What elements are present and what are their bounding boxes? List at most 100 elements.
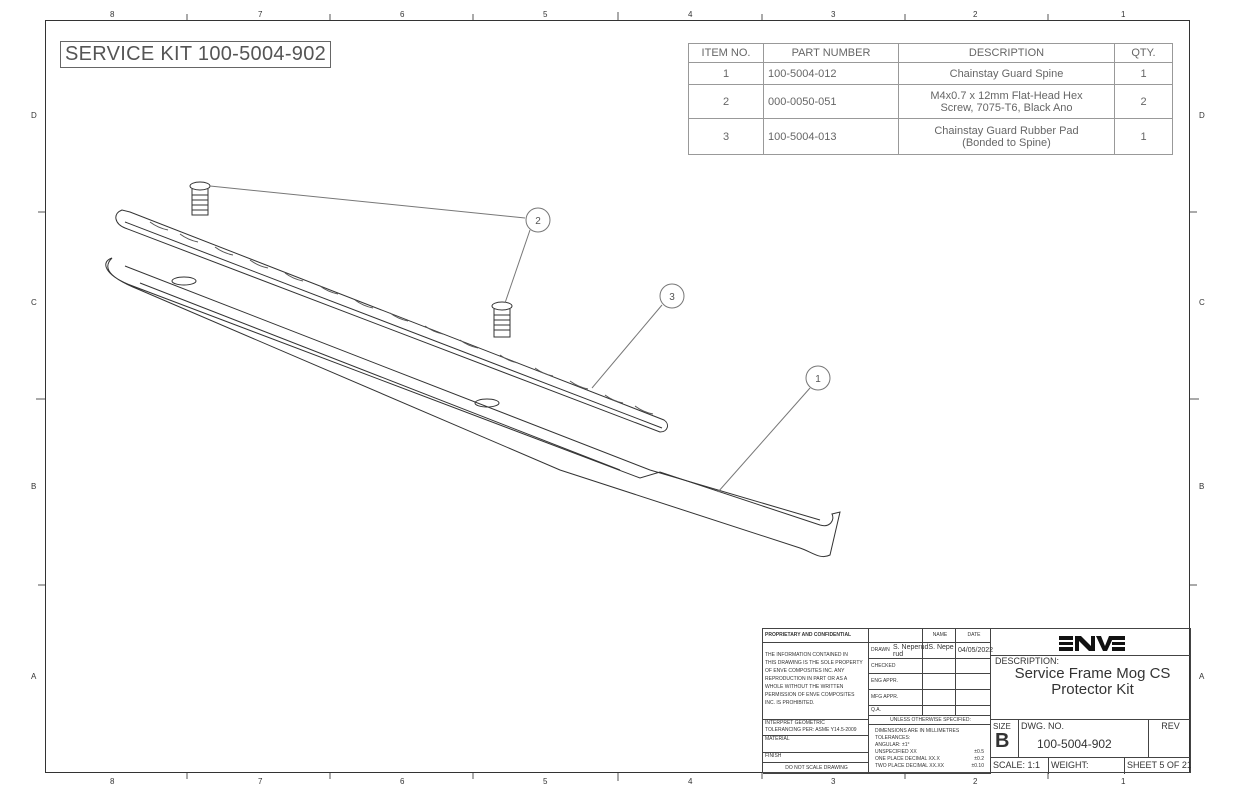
bom-qty: 2 xyxy=(1114,84,1173,119)
date-header: DATE xyxy=(956,629,991,643)
sheet-field: SHEET 5 OF 21 xyxy=(1127,760,1191,770)
bom-header-qty: QTY. xyxy=(1114,43,1173,63)
zone-col-5: 5 xyxy=(543,10,548,19)
zone-col-2: 2 xyxy=(973,777,978,786)
dwg-no-value: 100-5004-902 xyxy=(1037,737,1112,751)
mfg-appr-label: MFG APPR. xyxy=(869,690,923,706)
balloon-3 xyxy=(659,283,685,309)
zone-col-6: 6 xyxy=(400,10,405,19)
checked-date xyxy=(956,659,991,674)
zone-row-a: A xyxy=(1199,672,1205,681)
scale-field: SCALE: 1:1 xyxy=(991,758,1049,774)
bom-row: 2 000-0050-051 M4x0.7 x 12mm Flat-Head H… xyxy=(688,84,1173,119)
eng-appr-date xyxy=(956,674,991,690)
bom-part-number: 100-5004-012 xyxy=(763,62,899,85)
drawn-name-cell xyxy=(923,643,956,659)
interpret-tolerancing: INTERPRET GEOMETRIC TOLERANCING PER: ASM… xyxy=(763,720,869,736)
zone-row-a: A xyxy=(31,672,37,681)
title-block: PROPRIETARY AND CONFIDENTIAL THE INFORMA… xyxy=(762,628,1191,774)
material-field: MATERIAL xyxy=(763,736,869,753)
description-line: Protector Kit xyxy=(1051,681,1134,698)
dims-line: TOLERANCES: xyxy=(875,735,911,741)
notice-line: PERMISSION OF ENVE COMPOSITES xyxy=(765,692,855,698)
dwg-no-cell: DWG. NO. 100-5004-902 xyxy=(1019,720,1149,758)
bill-of-materials: ITEM NO. PART NUMBER DESCRIPTION QTY. 1 … xyxy=(688,43,1173,155)
tolerance-row: UNSPECIFIED XX ±0.5 xyxy=(875,749,990,756)
drawn-label: DRAWN xyxy=(869,643,923,659)
description-line: Service Frame Mog CS xyxy=(1014,665,1171,682)
zone-col-4: 4 xyxy=(688,777,693,786)
zone-row-c: C xyxy=(1199,298,1205,307)
dwg-no-label: DWG. NO. xyxy=(1021,721,1064,731)
zone-col-8: 8 xyxy=(110,10,115,19)
zone-col-7: 7 xyxy=(258,777,263,786)
zone-col-1: 1 xyxy=(1121,777,1126,786)
finish-field: FINISH xyxy=(763,753,869,763)
mfg-appr-name xyxy=(923,690,956,706)
do-not-scale-note: DO NOT SCALE DRAWING xyxy=(763,763,869,774)
leader-lines xyxy=(209,185,811,493)
weight-field: WEIGHT: xyxy=(1049,758,1125,774)
tolerance-value: ±0.5 xyxy=(974,749,984,755)
tolerance-label: TWO PLACE DECIMAL XX.XX xyxy=(875,763,944,769)
tolerance-label: UNSPECIFIED XX xyxy=(875,749,917,755)
blank-header xyxy=(869,629,923,643)
chainstay-guard-spine xyxy=(105,257,841,558)
tolerance-row: TWO PLACE DECIMAL XX.XX ±0.10 xyxy=(875,763,990,770)
bom-item: 3 xyxy=(688,118,764,155)
drawing-border xyxy=(45,20,1190,773)
bom-part-number: 100-5004-013 xyxy=(763,118,899,155)
qa-name xyxy=(923,706,956,716)
tolerance-value: ±0.10 xyxy=(971,763,984,769)
bom-description-line: M4x0.7 x 12mm Flat-Head Hex xyxy=(930,89,1083,102)
checked-label: CHECKED xyxy=(869,659,923,674)
zone-col-7: 7 xyxy=(258,10,263,19)
zone-col-5: 5 xyxy=(543,777,548,786)
proprietary-label: PROPRIETARY AND CONFIDENTIAL xyxy=(763,629,869,643)
description-cell: DESCRIPTION: Service Frame Mog CS Protec… xyxy=(991,656,1191,720)
confidential-notice: THE INFORMATION CONTAINED IN THIS DRAWIN… xyxy=(763,643,869,720)
bom-qty: 1 xyxy=(1114,118,1173,155)
tolerances-block: DIMENSIONS ARE IN MILLIMETRES TOLERANCES… xyxy=(869,725,991,774)
chainstay-guard-rubber-pad xyxy=(115,209,668,433)
zone-col-6: 6 xyxy=(400,777,405,786)
drawn-date-cell xyxy=(956,643,991,659)
interpret-line: TOLERANCING PER: ASME Y14.5-2009 xyxy=(765,727,857,733)
description-label: DESCRIPTION: xyxy=(995,656,1060,666)
tolerance-label: ONE PLACE DECIMAL XX.X xyxy=(875,756,940,762)
size-cell: SIZE B xyxy=(991,720,1019,758)
balloon-2 xyxy=(525,207,551,233)
eng-appr-label: ENG APPR. xyxy=(869,674,923,690)
zone-row-b: B xyxy=(1199,482,1205,491)
tolerance-value: ±0.2 xyxy=(974,756,984,762)
zone-col-1: 1 xyxy=(1121,10,1126,19)
notice-line: OF ENVE COMPOSITES INC. ANY xyxy=(765,668,845,674)
screw xyxy=(491,301,513,338)
zone-row-d: D xyxy=(1199,111,1205,120)
bom-description-line: Chainstay Guard Spine xyxy=(949,67,1064,80)
notice-line: WHOLE WITHOUT THE WRITTEN xyxy=(765,684,844,690)
dims-line: DIMENSIONS ARE IN MILLIMETRES xyxy=(875,728,960,734)
balloon-2-label: 2 xyxy=(535,216,541,227)
bom-row: 3 100-5004-013 Chainstay Guard Rubber Pa… xyxy=(688,118,1173,155)
unless-specified: UNLESS OTHERWISE SPECIFIED: xyxy=(869,716,991,725)
balloon-1-label: 1 xyxy=(815,374,821,385)
enve-logo-icon xyxy=(1058,636,1125,651)
qa-label: Q.A. xyxy=(869,706,923,716)
zone-col-2: 2 xyxy=(973,10,978,19)
qa-date xyxy=(956,706,991,716)
zone-row-b: B xyxy=(31,482,37,491)
zone-row-d: D xyxy=(31,111,37,120)
service-kit-title: SERVICE KIT 100-5004-902 xyxy=(60,41,332,68)
mfg-appr-date xyxy=(956,690,991,706)
balloon-1 xyxy=(805,365,831,391)
zone-col-3: 3 xyxy=(831,10,836,19)
screw xyxy=(189,181,211,216)
bom-description-line: (Bonded to Spine) xyxy=(962,136,1051,149)
size-label: SIZE xyxy=(993,722,1011,731)
checked-name xyxy=(923,659,956,674)
zone-col-4: 4 xyxy=(688,10,693,19)
bom-description-line: Screw, 7075-T6, Black Ano xyxy=(940,101,1073,114)
